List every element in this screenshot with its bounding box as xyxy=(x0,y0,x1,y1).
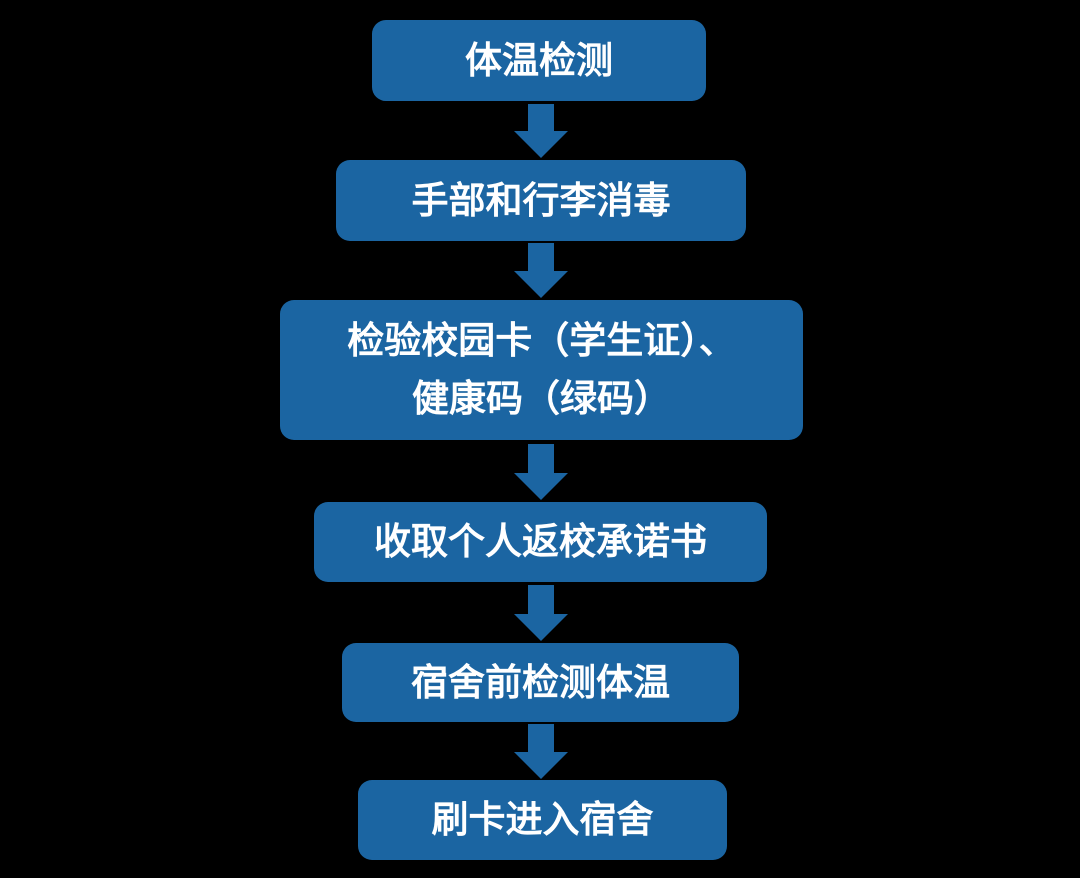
step-label: 手部和行李消毒 xyxy=(411,178,671,222)
step-collect-pledge: 收取个人返校承诺书 xyxy=(314,502,767,582)
step-label-line2: 健康码（绿码） xyxy=(412,377,671,420)
step-dorm-temperature: 宿舍前检测体温 xyxy=(342,643,739,722)
step-label: 宿舍前检测体温 xyxy=(411,660,670,704)
step-temperature-check: 体温检测 xyxy=(372,20,706,101)
step-check-cards: 检验校园卡（学生证）、 健康码（绿码） xyxy=(280,300,803,440)
arrow-down-icon xyxy=(514,585,568,641)
step-swipe-card: 刷卡进入宿舍 xyxy=(358,780,727,860)
step-label: 刷卡进入宿舍 xyxy=(431,798,654,841)
arrow-down-icon xyxy=(514,444,568,500)
step-disinfection: 手部和行李消毒 xyxy=(336,160,746,241)
step-label: 体温检测 xyxy=(465,38,613,82)
step-label: 收取个人返校承诺书 xyxy=(374,520,707,563)
arrow-down-icon xyxy=(514,724,568,779)
step-label-line1: 检验校园卡（学生证）、 xyxy=(347,319,736,362)
arrow-down-icon xyxy=(514,104,568,158)
arrow-down-icon xyxy=(514,243,568,298)
